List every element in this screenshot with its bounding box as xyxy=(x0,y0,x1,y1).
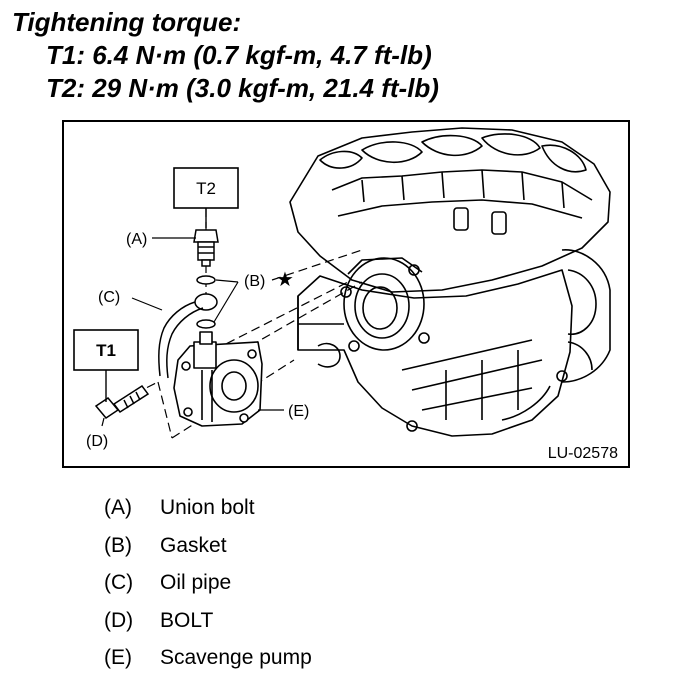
callout-a: (A) xyxy=(126,231,147,248)
bolt-drawing xyxy=(94,384,150,419)
legend-code: (C) xyxy=(104,571,134,594)
parts-legend: (A) Union bolt (B) Gasket (C) Oil pipe (… xyxy=(104,496,312,684)
diagram-svg: T2 T1 (A) (B) ★ (C) (D) (E) LU-02578 xyxy=(62,120,630,468)
torque-title: Tightening torque: xyxy=(12,7,242,37)
callout-b: (B) xyxy=(244,273,265,290)
t1-box xyxy=(73,329,139,371)
t1-box-label: T1 xyxy=(96,341,116,360)
figure-code: LU-02578 xyxy=(548,445,618,462)
t2-box xyxy=(173,167,239,209)
oil-pipe-drawing xyxy=(158,293,218,379)
union-bolt-drawing xyxy=(193,229,219,267)
scavenge-pump-drawing xyxy=(173,331,263,427)
legend-code: (B) xyxy=(104,533,132,557)
legend-item: (D) BOLT xyxy=(104,609,312,647)
legend-label: Gasket xyxy=(160,533,227,557)
gasket-upper xyxy=(196,275,216,285)
legend-label: Oil pipe xyxy=(160,571,232,594)
legend-label: Union bolt xyxy=(160,496,255,519)
figure-frame xyxy=(62,120,630,468)
legend-item: (B) Gasket xyxy=(104,534,312,572)
gasket-lower xyxy=(196,319,216,329)
legend-item: (E) Scavenge pump xyxy=(104,646,312,684)
legend-code: (D) xyxy=(104,608,134,632)
legend-label: BOLT xyxy=(160,608,214,632)
callout-e: (E) xyxy=(288,403,309,420)
callout-d: (D) xyxy=(86,433,108,450)
legend-item: (A) Union bolt xyxy=(104,496,312,534)
legend-item: (C) Oil pipe xyxy=(104,571,312,609)
engine-block-drawing xyxy=(289,127,611,437)
t2-box-label: T2 xyxy=(196,179,216,198)
exploded-diagram: T2 T1 (A) (B) ★ (C) (D) (E) LU-02578 xyxy=(62,120,630,468)
torque-t1: T1: 6.4 N·m (0.7 kgf-m, 4.7 ft-lb) xyxy=(46,40,432,70)
callout-leaders xyxy=(101,237,284,427)
legend-label: Scavenge pump xyxy=(160,646,312,669)
legend-code: (E) xyxy=(104,646,132,669)
star-mark: ★ xyxy=(276,269,294,291)
torque-t2: T2: 29 N·m (3.0 kgf-m, 21.4 ft-lb) xyxy=(46,73,439,103)
legend-code: (A) xyxy=(104,496,132,519)
torque-spec: Tightening torque: T1: 6.4 N·m (0.7 kgf-… xyxy=(12,6,439,105)
callout-c: (C) xyxy=(98,289,120,306)
